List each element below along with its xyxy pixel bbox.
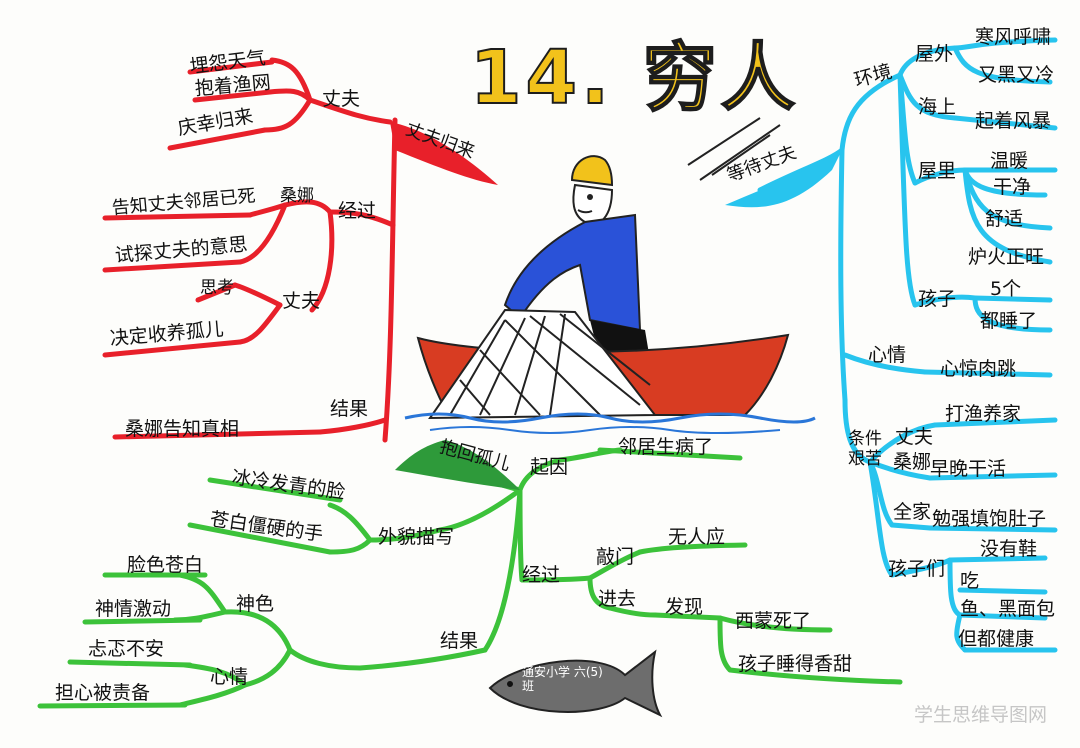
green-mood-item: 忐忑不安 (88, 638, 165, 660)
blue-children-item: 吃 (960, 570, 980, 592)
green-found: 发现 (665, 596, 704, 618)
blue-sea: 海上 (918, 96, 957, 118)
red-process-topic: 经过 (338, 200, 377, 222)
blue-sangna-item: 早晚干活 (930, 458, 1007, 480)
green-cause: 起因 (530, 456, 569, 478)
blue-inside-item: 干净 (993, 176, 1032, 198)
blue-inside-item: 炉火正旺 (968, 246, 1045, 268)
blue-sangna: 桑娜 (893, 451, 932, 473)
blue-outside-item: 又黑又冷 (978, 64, 1055, 86)
red-husband-topic: 丈夫 (322, 88, 361, 110)
blue-children: 孩子们 (888, 558, 946, 580)
blue-children-item: 但都健康 (958, 628, 1035, 650)
green-process: 经过 (522, 564, 561, 586)
green-expression-item: 神情激动 (95, 598, 172, 620)
blue-kids-item: 都睡了 (980, 310, 1038, 332)
green-enter: 进去 (598, 588, 637, 610)
green-mood-item: 担心被责备 (55, 682, 151, 704)
green-branch-lines (37, 447, 903, 709)
blue-inside: 屋里 (918, 160, 957, 182)
blue-mood-item: 心惊肉跳 (940, 358, 1017, 380)
blue-husband: 丈夫 (895, 426, 934, 448)
blue-sea-item: 起着风暴 (975, 110, 1052, 132)
watermark: 学生思维导图网 (914, 704, 1048, 726)
green-branch-root-shape (395, 440, 520, 490)
green-knock-item: 无人应 (668, 526, 726, 548)
blue-outside-item: 寒风呼啸 (975, 26, 1052, 48)
blue-outside: 屋外 (915, 43, 954, 65)
green-knock: 敲门 (596, 546, 635, 568)
green-cause-item: 邻居生病了 (618, 436, 714, 458)
green-look: 外貌描写 (378, 526, 455, 548)
blue-inside-item: 温暖 (990, 150, 1029, 172)
fish-illustration (488, 649, 663, 718)
green-result: 结果 (440, 630, 479, 652)
red-result-topic: 结果 (330, 398, 369, 420)
green-expression: 神色 (236, 593, 275, 615)
blue-inside-item: 舒适 (985, 208, 1024, 230)
blue-family-item: 勉强填饱肚子 (932, 508, 1047, 530)
green-mood: 心情 (210, 666, 249, 688)
red-branch-lines (102, 57, 398, 443)
fisherman-boat-illustration (404, 117, 816, 434)
green-found-item: 孩子睡得香甜 (738, 653, 853, 675)
red-sangna: 桑娜 (280, 186, 314, 206)
green-found-item: 西蒙死了 (735, 610, 812, 632)
red-branch-root-shape (390, 122, 498, 185)
blue-children-item: 没有鞋 (980, 538, 1038, 560)
blue-husband-item: 打渔养家 (945, 403, 1022, 425)
red-husband2-item: 思考 (200, 278, 234, 298)
fish-label: 通安小学 六(5)班 (522, 665, 603, 694)
blue-branch-root-shape (725, 150, 842, 208)
page-title: 14. 穷人 (469, 34, 799, 122)
blue-kids: 孩子 (918, 288, 957, 310)
blue-family: 全家 (893, 501, 932, 523)
green-expression-item: 脸色苍白 (127, 554, 204, 576)
blue-children-item: 鱼、黑面包 (960, 598, 1056, 620)
blue-hard: 条件艰苦 (848, 429, 882, 469)
blue-kids-item: 5个 (990, 278, 1022, 300)
red-result-item: 桑娜告知真相 (125, 418, 240, 440)
red-husband2: 丈夫 (282, 290, 321, 312)
blue-mood: 心情 (868, 344, 907, 366)
